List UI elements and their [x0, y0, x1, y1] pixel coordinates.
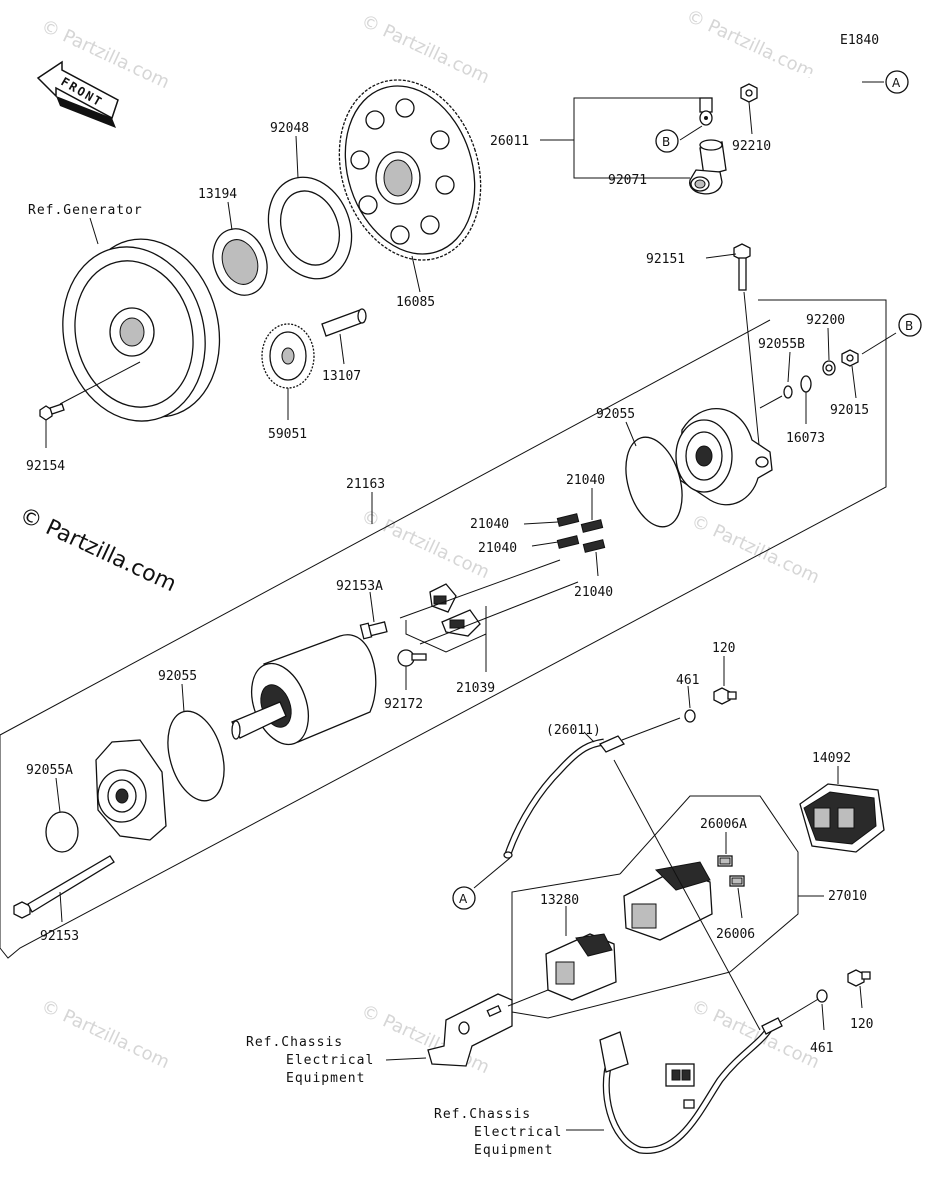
relay-mount-bracket [427, 993, 513, 1067]
part-label-461-top: 461 [676, 673, 699, 688]
part-label-21040-c: 21040 [566, 473, 605, 488]
part-26006a-fuse [717, 855, 733, 867]
diagram-code: E1840 [840, 33, 879, 48]
part-label-461-bottom: 461 [810, 1041, 833, 1056]
part-label-92210: 92210 [732, 139, 771, 154]
part-14092-relay-cover [799, 783, 885, 853]
part-120-bolt-bottom [847, 969, 871, 987]
part-92151-bolt [733, 243, 751, 291]
part-label-92154: 92154 [26, 459, 65, 474]
part-label-120-bottom: 120 [850, 1017, 873, 1032]
part-26011-cable [503, 735, 626, 859]
callout-a-label: A [892, 76, 901, 90]
callout-a-label-2: A [459, 892, 468, 906]
callout-b-circle-2 [898, 313, 922, 337]
front-arrow-icon: FRONT [36, 60, 119, 128]
part-label-27010: 27010 [828, 889, 867, 904]
part-label-92055a: 92055A [26, 763, 73, 778]
part-92154-bolt [39, 403, 65, 421]
part-13194-clutch [212, 228, 268, 296]
part-13280-relay [545, 933, 617, 1001]
part-label-26011-paren: (26011) [546, 723, 601, 738]
part-label-92055b: 92055B [758, 337, 805, 352]
part-92055-oring-bottom [167, 710, 225, 802]
starter-front-cover [95, 739, 167, 841]
part-21039-brush-holder [429, 583, 481, 637]
part-label-21040-b: 21040 [478, 541, 517, 556]
part-120-bolt-top [713, 687, 737, 705]
part-label-92200: 92200 [806, 313, 845, 328]
part-59051-idle-gear [261, 323, 315, 389]
part-92055a-oring [45, 811, 79, 853]
starter-relay [623, 861, 713, 941]
callout-b-label: B [662, 135, 670, 149]
main-harness-cable [599, 1017, 783, 1154]
ref-generator-label: Ref.Generator [28, 203, 143, 218]
ref-chassis-1-line3: Equipment [286, 1071, 365, 1086]
part-461-washer-top [684, 709, 696, 723]
relay-group-outline [619, 795, 799, 973]
part-label-26006a: 26006A [700, 817, 747, 832]
part-label-92015: 92015 [830, 403, 869, 418]
part-label-21040-d: 21040 [574, 585, 613, 600]
part-label-14092: 14092 [812, 751, 851, 766]
part-label-16085: 16085 [396, 295, 435, 310]
part-92055-oring-top [625, 436, 683, 528]
part-16073-collar [800, 375, 812, 393]
part-label-16073: 16073 [786, 431, 825, 446]
callout-a-circle-2 [452, 886, 476, 910]
ref-chassis-2-line1: Ref.Chassis [434, 1107, 531, 1122]
battery-cable-group [689, 62, 861, 195]
starter-armature [231, 634, 377, 746]
part-label-120-top: 120 [712, 641, 735, 656]
watermark: © Partzilla.com [688, 510, 823, 588]
part-92172-screw [397, 649, 427, 667]
part-label-92172: 92172 [384, 697, 423, 712]
part-label-92071: 92071 [608, 173, 647, 188]
ref-chassis-2-line3: Equipment [474, 1143, 553, 1158]
generator-rotor [62, 238, 221, 422]
watermark: © Partzilla.com [358, 10, 493, 88]
part-label-21040-a: 21040 [470, 517, 509, 532]
part-label-92153a: 92153A [336, 579, 383, 594]
watermark: © Partzilla.com [688, 995, 823, 1073]
callout-a-circle [885, 70, 909, 94]
part-label-21163: 21163 [346, 477, 385, 492]
copyright-text: © Partzilla.com [15, 503, 179, 597]
part-label-92048: 92048 [270, 121, 309, 136]
part-label-13280: 13280 [540, 893, 579, 908]
part-16085-starter-gear [338, 79, 482, 261]
part-26006-fuse [729, 875, 745, 887]
ref-chassis-1-line1: Ref.Chassis [246, 1035, 343, 1050]
ref-chassis-2-line2: Electrical [474, 1125, 562, 1140]
watermark: © Partzilla.com [38, 995, 173, 1073]
part-label-13107: 13107 [322, 369, 361, 384]
callout-b-circle [655, 129, 679, 153]
starter-group-outline [0, 299, 887, 959]
part-21040-springs [556, 513, 606, 553]
part-label-13194: 13194 [198, 187, 237, 202]
callout-b-label-2: B [905, 319, 913, 333]
part-label-92055-top: 92055 [596, 407, 635, 422]
part-label-59051: 59051 [268, 427, 307, 442]
part-label-92055-bottom: 92055 [158, 669, 197, 684]
part-92153-long-bolt [13, 855, 115, 919]
part-label-92153: 92153 [40, 929, 79, 944]
starter-end-cover [675, 407, 773, 506]
part-label-26006: 26006 [716, 927, 755, 942]
part-92048-plate [267, 176, 353, 280]
part-13107-shaft [321, 308, 367, 337]
part-label-92151: 92151 [646, 252, 685, 267]
part-label-26011: 26011 [490, 134, 529, 149]
part-label-21039: 21039 [456, 681, 495, 696]
ref-chassis-1-line2: Electrical [286, 1053, 374, 1068]
watermark: © Partzilla.com [683, 5, 818, 83]
part-92153a-screw [359, 621, 388, 640]
part-92055b-oring [783, 385, 793, 399]
part-461-washer-bottom [816, 989, 828, 1003]
